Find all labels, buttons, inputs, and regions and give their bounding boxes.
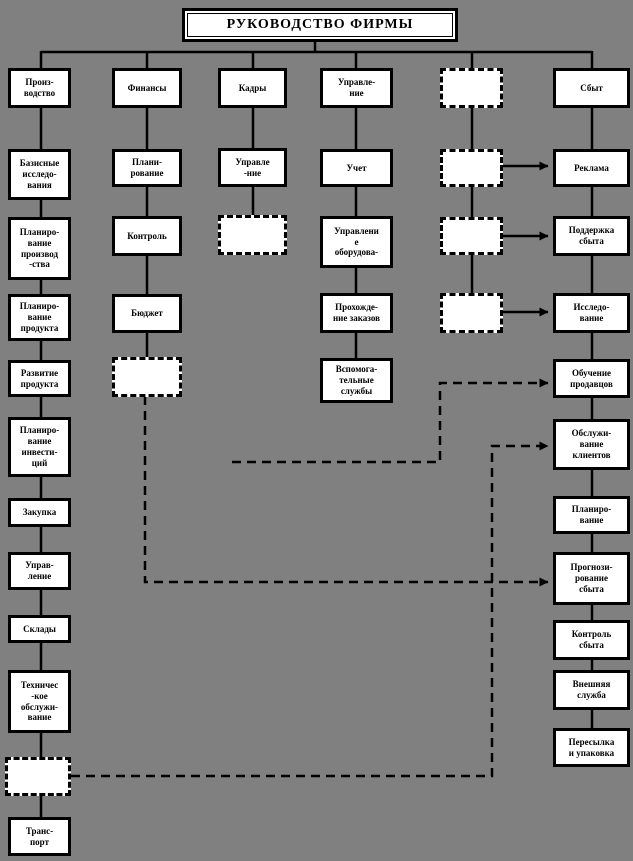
box-investment-planning: Планиро- вание инвести- ций — [8, 417, 71, 477]
box-auxiliary-services: Вспомога- тельные службы — [320, 358, 393, 403]
page-title: РУКОВОДСТВО ФИРМЫ — [187, 13, 453, 37]
box-empty-finance — [112, 357, 182, 397]
box-technical-maintenance: Техничес -кое обслужи- вание — [8, 670, 71, 733]
box-product-planning: Планиро- вание продукта — [8, 294, 71, 341]
box-warehouses: Склады — [8, 615, 71, 643]
box-order-processing: Прохожде- ние заказов — [320, 293, 393, 333]
box-production-management: Управ- ление — [8, 552, 71, 590]
title-box: РУКОВОДСТВО ФИРМЫ — [182, 8, 458, 42]
box-personnel-management: Управле -ние — [218, 148, 287, 187]
box-sales-header: Сбыт — [553, 68, 630, 108]
box-transport: Транс- порт — [8, 817, 71, 856]
box-empty-production — [5, 757, 71, 796]
box-sales-planning: Планиро- вание — [553, 496, 630, 534]
box-finance-header: Финансы — [112, 68, 182, 108]
box-production-planning: Планиро- вание производ -ства — [8, 217, 71, 280]
box-finance-planning: Плани- рование — [112, 149, 182, 187]
box-empty-3 — [440, 293, 503, 333]
box-purchasing: Закупка — [8, 498, 71, 527]
box-sales-training: Обучение продавцов — [553, 359, 630, 398]
box-empty-header — [440, 68, 503, 108]
box-personnel-header: Кадры — [218, 68, 287, 108]
box-advertising: Реклама — [553, 149, 630, 187]
box-production-header: Произ- водство — [8, 68, 71, 108]
box-management-header: Управле- ние — [320, 68, 393, 108]
box-equipment-management: Управлени е оборудова- — [320, 216, 393, 268]
box-finance-control: Контроль — [112, 216, 182, 256]
box-empty-personnel — [218, 215, 287, 255]
box-sales-support: Поддержка сбыта — [553, 216, 630, 256]
box-customer-service: Обслужи- вание клиентов — [553, 419, 630, 470]
box-field-service: Внешняя служба — [553, 670, 630, 710]
box-accounting: Учет — [320, 149, 393, 187]
box-shipping-packing: Пересылка и упаковка — [553, 728, 630, 767]
box-product-development: Развитие продукта — [8, 360, 71, 397]
box-empty-2 — [440, 217, 503, 255]
box-sales-forecasting: Прогнози- рование сбыта — [553, 552, 630, 605]
box-sales-control: Контроль сбыта — [553, 620, 630, 660]
box-sales-research: Исследо- вание — [553, 293, 630, 333]
box-empty-1 — [440, 149, 503, 187]
box-basic-research: Базисные исследо- вания — [8, 149, 71, 200]
box-budget: Бюджет — [112, 294, 182, 333]
